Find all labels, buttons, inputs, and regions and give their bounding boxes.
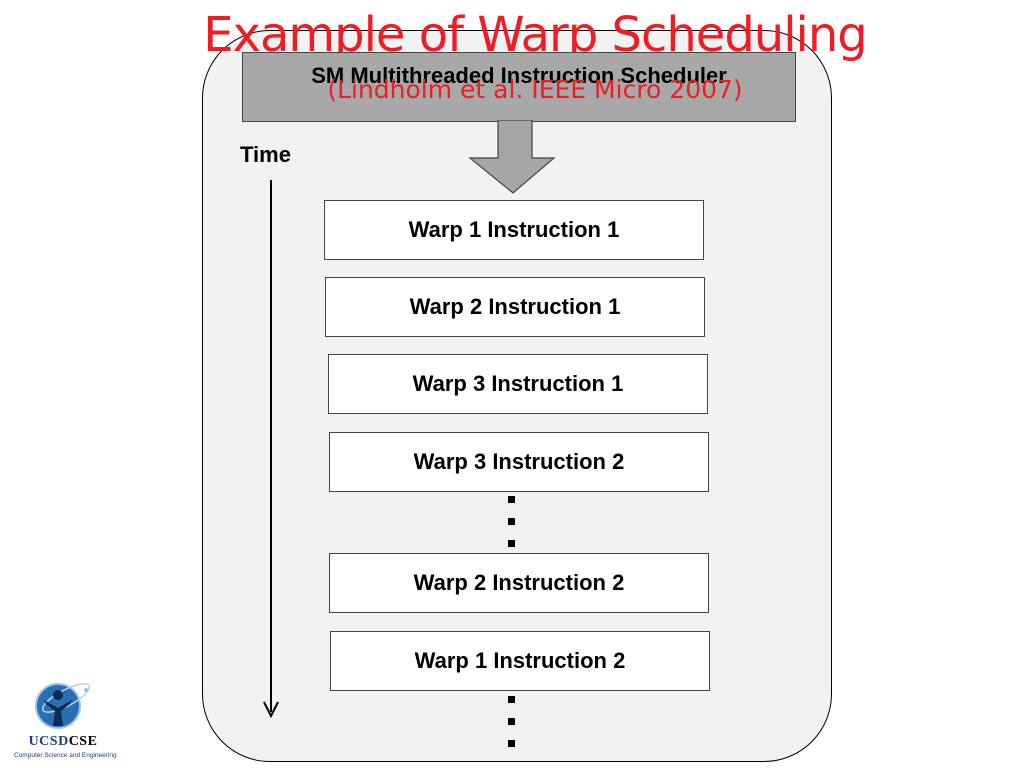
logo-subtitle: Computer Science and Engineering	[14, 752, 117, 759]
warp-instruction-box: Warp 3 Instruction 1	[328, 354, 708, 414]
instruction-scheduler-box: SM Multithreaded Instruction Scheduler	[242, 52, 796, 122]
time-axis-label: Time	[240, 142, 291, 167]
warp-instruction-label: Warp 3 Instruction 1	[412, 371, 624, 396]
time-arrow-icon	[263, 180, 279, 719]
warp-instruction-label: Warp 2 Instruction 2	[413, 570, 625, 595]
warp-instruction-label: Warp 3 Instruction 2	[413, 449, 625, 474]
warp-instruction-label: Warp 1 Instruction 1	[408, 217, 620, 242]
ucsd-cse-logo: UCSDCSE Computer Science and Engineering	[14, 680, 117, 762]
warp-instruction-box: Warp 2 Instruction 1	[325, 277, 705, 337]
ellipsis-dots	[507, 696, 515, 762]
warp-instruction-box: Warp 2 Instruction 2	[329, 553, 709, 613]
warp-instruction-label: Warp 2 Instruction 1	[409, 294, 621, 319]
warp-instruction-box: Warp 1 Instruction 1	[324, 200, 704, 260]
warp-instruction-label: Warp 1 Instruction 2	[414, 648, 626, 673]
slide-subtitle: (Lindholm et al. IEEE Micro 2007)	[327, 75, 743, 104]
scheduler-label: SM Multithreaded Instruction Scheduler	[311, 63, 727, 88]
ucsd-cse-figure-icon	[35, 683, 91, 729]
warp-instruction-box: Warp 1 Instruction 2	[330, 631, 710, 691]
warp-instruction-box: Warp 3 Instruction 2	[329, 432, 709, 492]
ellipsis-dots	[507, 496, 515, 562]
scheduler-output-arrow-icon	[468, 120, 556, 194]
logo-wordmark: UCSDCSE	[28, 734, 98, 749]
